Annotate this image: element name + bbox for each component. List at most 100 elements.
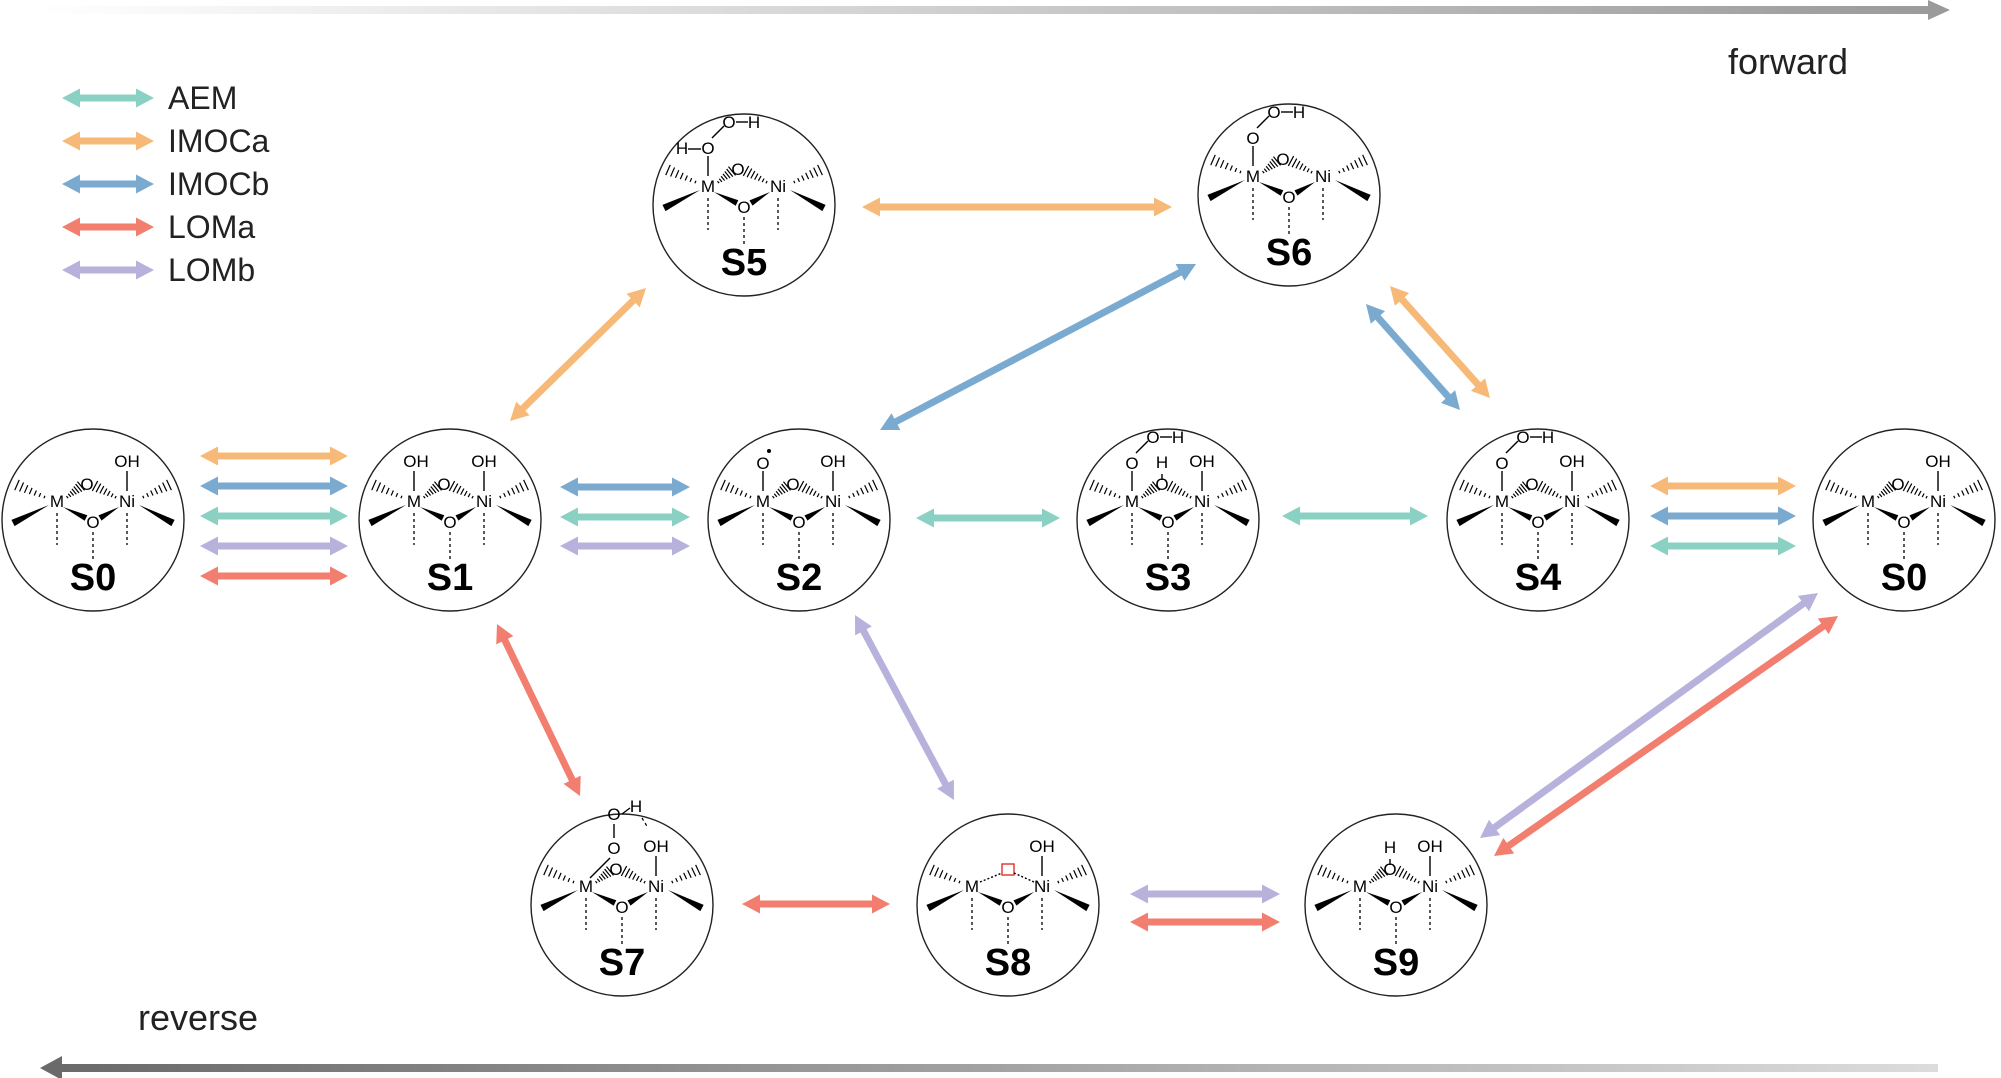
transition-s9-s0_right (1480, 593, 1838, 856)
bridge-hydrogen: H (1156, 453, 1168, 472)
oxygen-vacancy-box (1001, 863, 1015, 876)
arrow-imoca (1390, 286, 1490, 398)
transition-arrows (200, 197, 1838, 932)
bridge-oxygen-lower: O (1282, 188, 1295, 207)
metal-atom: M (50, 492, 64, 511)
forward-direction-bar (40, 0, 1950, 20)
arrow-imocb (1650, 506, 1796, 526)
state-label: S2 (776, 557, 822, 599)
nickel-atom: Ni (648, 877, 664, 896)
arrow-aem (560, 507, 690, 527)
legend-item-imocb: IMOCb (62, 166, 269, 202)
arrow-imocb (880, 263, 1196, 431)
m-oxygen-1: O (701, 139, 714, 158)
bridge-oxygen-upper: O (1276, 150, 1289, 169)
m-oxygen-1: O (1495, 454, 1508, 473)
m-oxygen-2: O (1146, 428, 1159, 447)
metal-atom: M (756, 492, 770, 511)
state-circle (652, 113, 836, 297)
nickel-atom: Ni (1194, 492, 1210, 511)
legend-label-imoca: IMOCa (168, 123, 270, 159)
metal-atom: M (1861, 492, 1875, 511)
bridge-hydrogen: H (1384, 838, 1396, 857)
ni-hydroxyl: OH (471, 452, 497, 471)
arrow-loma (496, 624, 581, 796)
legend-label-imocb: IMOCb (168, 166, 269, 202)
m-oxo-radical: O (756, 454, 769, 473)
state-circle (1446, 428, 1630, 612)
legend-item-loma: LOMa (62, 209, 255, 245)
transition-s8-s9 (1130, 884, 1280, 932)
bridge-oxygen-lower: O (1001, 898, 1014, 917)
arrow-lomb (200, 536, 348, 556)
arrow-imoca (1650, 476, 1796, 496)
legend-label-aem: AEM (168, 80, 237, 116)
nickel-atom: Ni (1034, 877, 1050, 896)
hydroxyl-hydrogen: H (676, 139, 688, 158)
reverse-direction-bar (40, 1056, 1938, 1078)
arrow-loma (1130, 912, 1280, 932)
transition-s1-s7 (496, 624, 581, 796)
metal-atom: M (407, 492, 421, 511)
ni-hydroxyl: OH (1417, 837, 1443, 856)
ni-hydroxyl: OH (643, 837, 669, 856)
arrow-imoca (510, 288, 646, 421)
bridge-oxygen-lower: O (1389, 898, 1402, 917)
arrow-imocb (200, 476, 348, 496)
legend-item-lomb: LOMb (62, 252, 255, 288)
state-circle (1812, 428, 1996, 612)
nickel-atom: Ni (119, 492, 135, 511)
arrow-lomb (855, 615, 954, 800)
state-label: S1 (427, 557, 473, 599)
metal-atom: M (965, 877, 979, 896)
nickel-atom: Ni (1422, 877, 1438, 896)
m-oxygen-2: O (722, 113, 735, 132)
peroxo-hydrogen: H (1293, 103, 1305, 122)
arrow-aem (1650, 536, 1796, 556)
nickel-atom: Ni (1930, 492, 1946, 511)
state-circle (916, 813, 1100, 997)
bridge-oxygen-lower: O (1531, 513, 1544, 532)
transition-s3-s4 (1282, 506, 1428, 526)
state-label: S7 (599, 942, 645, 984)
arrow-loma (742, 894, 890, 914)
state-label: S5 (721, 242, 767, 284)
bridge-oxygen-lower: O (86, 513, 99, 532)
metal-atom: M (579, 877, 593, 896)
m-oxygen-1: O (1125, 454, 1138, 473)
arrow-imoca (200, 446, 348, 466)
legend-arrow-lomb (62, 260, 154, 280)
nickel-atom: Ni (1564, 492, 1580, 511)
arrow-lomb (1130, 884, 1280, 904)
bridge-oxygen-upper: O (609, 860, 622, 879)
bridge-oxygen-lower: O (443, 513, 456, 532)
bridge-oxygen-upper: O (80, 475, 93, 494)
state-label: S0 (1881, 557, 1927, 599)
state-circle (1197, 103, 1381, 287)
m-oxygen-2: O (1267, 103, 1280, 122)
nickel-atom: Ni (770, 177, 786, 196)
state-label: S3 (1145, 557, 1191, 599)
legend-arrow-aem (62, 88, 154, 108)
state-circle (358, 428, 542, 612)
arrow-aem (200, 506, 348, 526)
ni-hydroxyl: OH (1559, 452, 1585, 471)
state-label: S9 (1373, 942, 1419, 984)
legend-arrow-imoca (62, 131, 154, 151)
state-circle (1304, 813, 1488, 997)
arrow-aem (916, 508, 1060, 528)
bridge-oxygen-upper: O (1525, 475, 1538, 494)
transition-s2-s6 (880, 263, 1196, 431)
